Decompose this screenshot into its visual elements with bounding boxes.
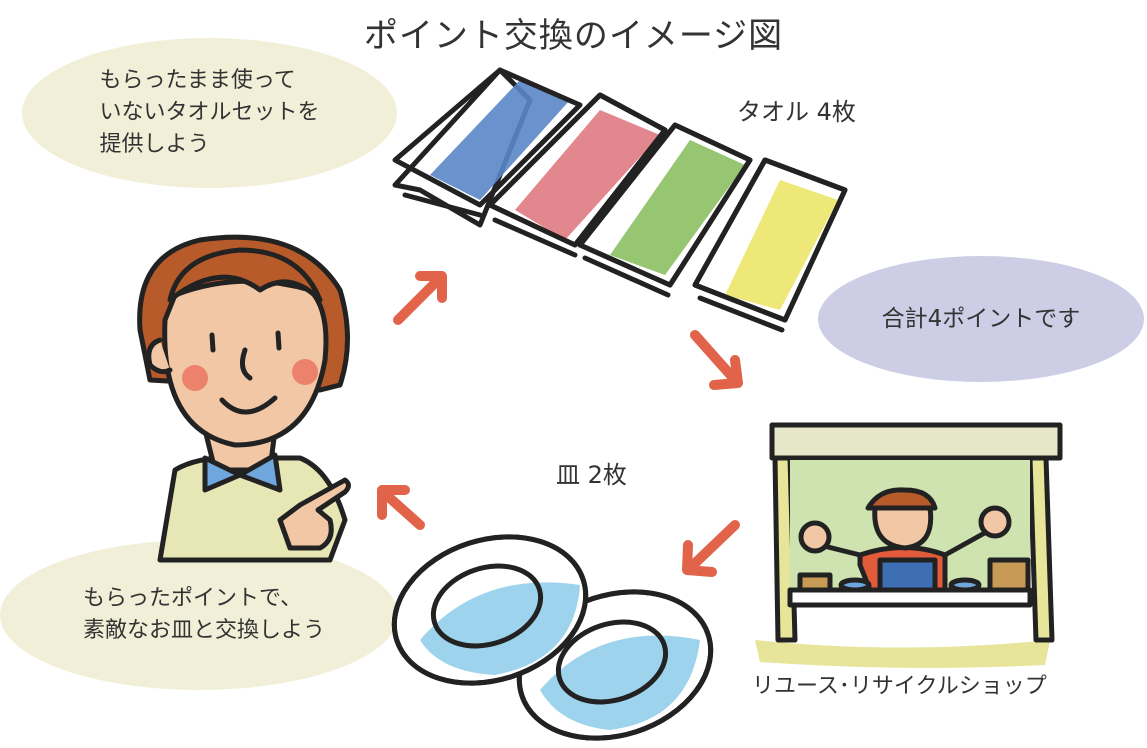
arrow-up-left	[377, 485, 425, 530]
cycle-arrows	[377, 271, 743, 577]
arrow-down-right	[690, 330, 743, 390]
arrow-down-left	[682, 520, 740, 577]
page-title: ポイント交換のイメージ図	[363, 16, 784, 56]
plates-label: 皿 2枚	[556, 461, 627, 489]
bubble-exchange-plates: もらったポイントで、 素敵なお皿と交換しよう	[0, 540, 398, 690]
bubble-total-points: 合計4ポイントです	[818, 256, 1144, 382]
bubble-exchange-plates-text: もらったポイントで、 素敵なお皿と交換しよう	[82, 586, 325, 643]
bubble-provide-towels: もらったまま使って いないタオルセットを 提供しよう	[22, 38, 397, 188]
shop-illustration	[755, 422, 1063, 668]
bubble-total-points-text: 合計4ポイントです	[881, 306, 1081, 332]
bubble-provide-towels-text: もらったまま使って いないタオルセットを 提供しよう	[99, 68, 320, 157]
towels-label: タオル 4枚	[737, 98, 856, 126]
person-illustration	[137, 234, 351, 563]
towel-blue	[392, 67, 583, 228]
towel-yellow	[692, 157, 848, 333]
plate-front	[391, 534, 589, 686]
towel-green	[577, 122, 753, 298]
arrow-up-right	[393, 271, 447, 325]
shop-label: リユース･リサイクルショップ	[752, 674, 1047, 699]
plates-illustration	[391, 534, 714, 741]
towel-red	[487, 92, 668, 258]
towels-illustration	[392, 67, 848, 333]
